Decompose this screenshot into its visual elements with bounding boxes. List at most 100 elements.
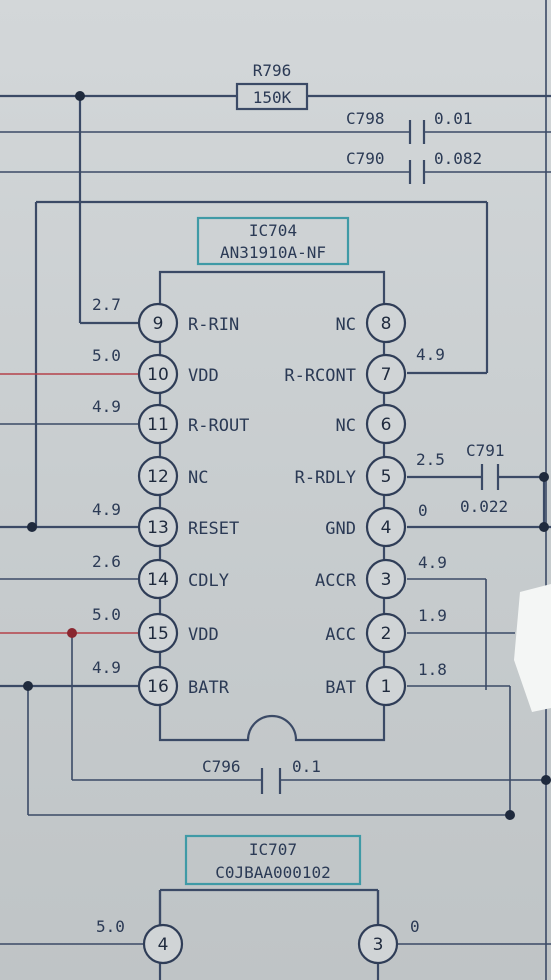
resistor-ref: R796 bbox=[253, 61, 292, 80]
pin-number: 15 bbox=[147, 624, 169, 644]
pin-number: 3 bbox=[373, 935, 384, 955]
pin-voltage: 5.0 bbox=[92, 605, 121, 624]
capacitor-ref: C791 bbox=[466, 441, 505, 460]
pin-name: BAT bbox=[325, 678, 356, 698]
junction-dot bbox=[539, 472, 549, 482]
junction-dot bbox=[27, 522, 37, 532]
capacitor-value: 0.01 bbox=[434, 109, 473, 128]
pin-number: 9 bbox=[153, 314, 164, 334]
capacitor-c796[interactable]: C796 0.1 bbox=[202, 757, 321, 794]
ic704-part: AN31910A-NF bbox=[220, 243, 326, 262]
pin-number: 4 bbox=[158, 935, 169, 955]
junction-dot bbox=[539, 522, 549, 532]
capacitor-ref: C798 bbox=[346, 109, 385, 128]
pin-7[interactable]: 7 R-RCONT 4.9 bbox=[284, 345, 445, 395]
pin-voltage: 4.9 bbox=[92, 658, 121, 677]
pin-13[interactable]: 13 RESET 4.9 bbox=[92, 500, 239, 548]
pin-number: 8 bbox=[381, 314, 392, 334]
capacitor-c798[interactable]: C798 0.01 bbox=[346, 109, 473, 144]
pin-number: 13 bbox=[147, 518, 169, 538]
pin-4[interactable]: 4 GND 0 bbox=[325, 501, 428, 548]
pin-name: NC bbox=[188, 468, 208, 488]
pin-name: VDD bbox=[188, 366, 219, 386]
junction-dot bbox=[67, 628, 77, 638]
pin-10[interactable]: 10 VDD 5.0 bbox=[92, 346, 219, 395]
pin-name: ACC bbox=[325, 625, 356, 645]
ic707-body bbox=[158, 888, 380, 980]
pin-name: GND bbox=[325, 519, 356, 539]
pin-3[interactable]: 3 ACCR 4.9 bbox=[315, 553, 447, 600]
pin-name: R-ROUT bbox=[188, 416, 249, 436]
capacitor-value: 0.082 bbox=[434, 149, 482, 168]
pin-voltage: 2.7 bbox=[92, 295, 121, 314]
pin-1[interactable]: 1 BAT 1.8 bbox=[325, 660, 447, 707]
pin-16[interactable]: 16 BATR 4.9 bbox=[92, 658, 230, 707]
pin-voltage: 5.0 bbox=[96, 917, 125, 936]
pin-number: 1 bbox=[381, 677, 392, 697]
junction-dot bbox=[505, 810, 515, 820]
pin-11[interactable]: 11 R-ROUT 4.9 bbox=[92, 397, 249, 445]
ic707-label-box bbox=[184, 834, 362, 886]
pin-name: R-RIN bbox=[188, 315, 239, 335]
pin-voltage: 0 bbox=[418, 501, 428, 520]
ic707-part: C0JBAA000102 bbox=[215, 863, 331, 882]
junction-dot bbox=[75, 91, 85, 101]
ic704-left-pins: 9 R-RIN 2.7 10 VDD 5.0 11 R-ROUT 4.9 12 … bbox=[92, 295, 249, 707]
pin-6[interactable]: 6 NC bbox=[336, 403, 407, 445]
pin-14[interactable]: 14 CDLY 2.6 bbox=[92, 552, 229, 600]
pin-number: 12 bbox=[147, 467, 169, 487]
resistor-r796[interactable]: R796 150K bbox=[235, 61, 309, 111]
pin-number: 11 bbox=[147, 415, 169, 435]
pin-name: VDD bbox=[188, 625, 219, 645]
pin-voltage: 5.0 bbox=[92, 346, 121, 365]
pin-5[interactable]: 5 R-RDLY 2.5 bbox=[295, 450, 445, 497]
pin-name: NC bbox=[336, 315, 356, 335]
capacitor-value: 0.022 bbox=[460, 497, 508, 516]
pin-name: BATR bbox=[188, 678, 230, 698]
pin-voltage: 1.9 bbox=[418, 606, 447, 625]
pin-voltage: 0 bbox=[410, 917, 420, 936]
ic707-pin-4[interactable]: 4 5.0 bbox=[96, 917, 184, 965]
pin-voltage: 4.9 bbox=[416, 345, 445, 364]
pin-voltage: 2.5 bbox=[416, 450, 445, 469]
pin-number: 7 bbox=[381, 365, 392, 385]
pin-12[interactable]: 12 NC bbox=[137, 455, 208, 497]
pin-voltage: 4.9 bbox=[418, 553, 447, 572]
capacitor-ref: C790 bbox=[346, 149, 385, 168]
ic707-chip[interactable]: IC707 C0JBAA000102 4 5.0 3 0 bbox=[96, 834, 420, 980]
pin-name: R-RDLY bbox=[295, 468, 356, 488]
pin-number: 4 bbox=[381, 518, 392, 538]
ic707-ref: IC707 bbox=[249, 840, 297, 859]
pin-9[interactable]: 9 R-RIN 2.7 bbox=[92, 295, 239, 344]
pin-number: 10 bbox=[147, 365, 169, 385]
capacitor-c790[interactable]: C790 0.082 bbox=[346, 149, 482, 184]
pin-8[interactable]: 8 NC bbox=[336, 302, 407, 344]
capacitor-value: 0.1 bbox=[292, 757, 321, 776]
pin-voltage: 1.8 bbox=[418, 660, 447, 679]
pin-voltage: 4.9 bbox=[92, 500, 121, 519]
ic704-right-pins: 8 NC 7 R-RCONT 4.9 6 NC 5 R-RDLY 2.5 4 G… bbox=[284, 302, 447, 707]
capacitor-ref: C796 bbox=[202, 757, 241, 776]
pin-voltage: 2.6 bbox=[92, 552, 121, 571]
pin-number: 5 bbox=[381, 467, 392, 487]
pin-name: RESET bbox=[188, 519, 239, 539]
capacitor-c791[interactable]: C791 0.022 bbox=[460, 441, 508, 516]
pin-number: 6 bbox=[381, 415, 392, 435]
pin-15[interactable]: 15 VDD 5.0 bbox=[92, 605, 219, 654]
ic704-ref: IC704 bbox=[249, 221, 297, 240]
screen-glare bbox=[514, 584, 551, 712]
ic704-body bbox=[158, 270, 386, 742]
ic704-chip[interactable]: IC704 AN31910A-NF bbox=[158, 216, 386, 742]
ic704-label-box bbox=[196, 216, 350, 266]
pin-2[interactable]: 2 ACC 1.9 bbox=[325, 606, 447, 654]
junction-dot bbox=[23, 681, 33, 691]
pin-name: ACCR bbox=[315, 571, 357, 591]
junction-dots bbox=[23, 91, 551, 820]
ic707-pin-3[interactable]: 3 0 bbox=[357, 917, 420, 965]
junction-dot bbox=[541, 775, 551, 785]
pin-number: 2 bbox=[381, 624, 392, 644]
pin-number: 3 bbox=[381, 570, 392, 590]
pin-number: 16 bbox=[147, 677, 169, 697]
